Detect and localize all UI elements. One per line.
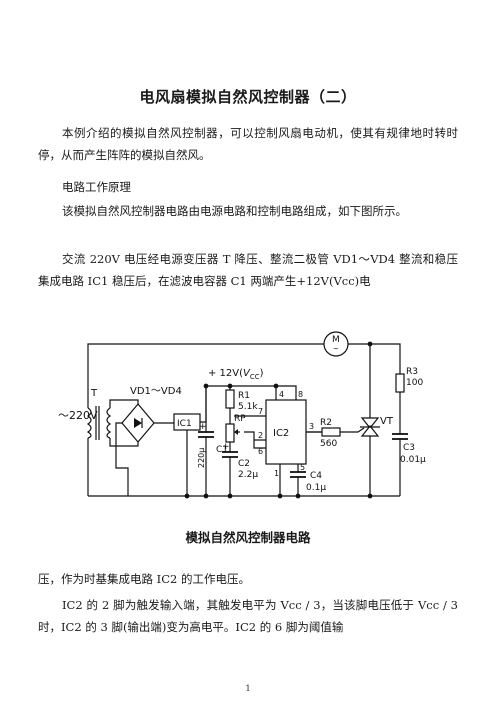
rectifier-label: VD1～VD4	[130, 386, 182, 397]
c2-value: 2.2μ	[238, 470, 258, 480]
pin-6-label: 6	[258, 447, 263, 456]
r3-resistor	[395, 373, 405, 393]
ic1-label: IC1	[177, 419, 192, 429]
ac-input-label: ～220V	[58, 409, 98, 422]
paragraph-circuit-overview: 该模拟自然风控制器电路由电源电路和控制电路组成，如下图所示。	[62, 204, 407, 218]
c3-value: 0.01μ	[400, 455, 426, 465]
ic2-timer	[265, 399, 307, 465]
pin-7-label: 7	[258, 407, 263, 416]
supply-label: + 12V(VCC)	[208, 368, 264, 381]
c3-name: C3	[403, 443, 415, 453]
wire-top-left	[87, 343, 324, 408]
pin-4-label: 4	[279, 390, 284, 399]
c1-value: 220μ	[197, 448, 206, 468]
paragraph-ic2-trigger: IC2 的 2 脚为触发输入端，其触发电平为 Vcc / 3，当该脚电压低于 V…	[38, 598, 458, 634]
document-title: 电风扇模拟自然风控制器（二）	[139, 88, 357, 106]
figure-caption: 模拟自然风控制器电路	[185, 530, 311, 545]
r2-resistor	[321, 427, 341, 437]
pin-5-label: 5	[300, 463, 305, 472]
r3-value: 100	[406, 378, 423, 388]
transformer-label: T	[90, 388, 98, 399]
pin-8-label: 8	[298, 390, 303, 399]
c4-value: 0.1μ	[306, 483, 326, 493]
paragraph-intro: 本例介绍的模拟自然风控制器，可以控制风扇电动机，使其有规律地时转时停，从而产生阵…	[38, 126, 458, 162]
pin-3-label: 3	[309, 422, 314, 431]
triac-vt	[360, 417, 380, 429]
vt-label: VT	[380, 416, 394, 427]
page-number: 1	[245, 684, 251, 693]
r1-value: 5.1k	[238, 402, 258, 412]
r1-name: R1	[238, 391, 250, 401]
c4-name: C4	[310, 471, 322, 481]
rp-label: RP	[234, 414, 246, 424]
r1-resistor	[225, 389, 235, 409]
r2-name: R2	[320, 418, 332, 428]
c2-name: C2	[238, 459, 250, 469]
section-heading: 电路工作原理	[62, 180, 131, 194]
pin-1-label: 1	[274, 469, 279, 478]
motor-symbol	[323, 331, 349, 357]
c1-plus: +	[199, 422, 207, 432]
pin-2-label: 2	[258, 431, 263, 440]
rp-potentiometer	[225, 423, 235, 443]
c2-plus: +	[222, 442, 230, 452]
paragraph-power-continued: 压，作为时基集成电路 IC2 的工作电压。	[38, 572, 250, 586]
c1-name: C1	[216, 445, 228, 455]
ic2-label: IC2	[273, 428, 289, 439]
motor-label: M	[332, 335, 340, 345]
paragraph-power-supply: 交流 220V 电压经电源变压器 T 降压、整流二极管 VD1～VD4 整流和稳…	[38, 252, 458, 288]
wire-top-right	[348, 343, 401, 374]
motor-sub-label: ~	[333, 345, 339, 353]
r3-name: R3	[406, 367, 418, 377]
r2-value: 560	[320, 439, 337, 449]
circuit-diagram: M ~ R3 100 C3 0.01μ VT R2 560 ～220V T	[58, 328, 438, 550]
